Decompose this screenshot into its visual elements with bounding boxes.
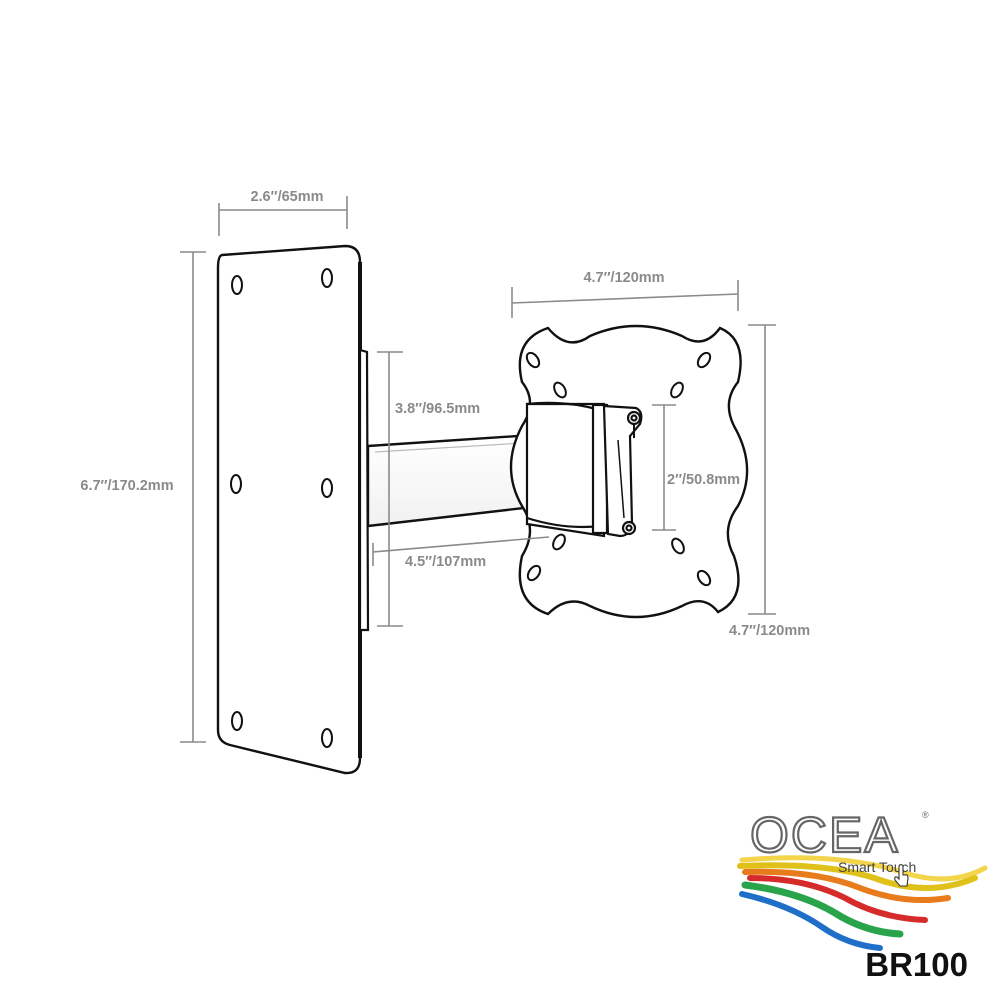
label-vesa-height: 4.7″/120mm <box>729 623 810 639</box>
brand-logo: OCEA ® Smart Touch <box>737 806 988 951</box>
swoosh-green <box>741 881 904 938</box>
vesa-screw-holes <box>525 351 712 587</box>
wall-plate <box>216 244 362 775</box>
label-arm-base-height: 3.8″/96.5mm <box>395 401 480 417</box>
dim-wall-width <box>218 196 348 236</box>
model-number: BR100 <box>865 946 968 983</box>
arm-base <box>358 348 370 632</box>
swoosh-yellow <box>737 862 978 891</box>
brand-name: OCEA <box>750 807 900 863</box>
label-wall-plate-width: 2.6″/65mm <box>250 189 323 205</box>
brand-tagline: Smart Touch <box>838 859 916 875</box>
label-inner-vesa-height: 2″/50.8mm <box>667 472 740 488</box>
dim-vesa-height <box>748 324 776 615</box>
swoosh-orange <box>742 868 951 904</box>
dim-vesa-width <box>511 280 739 318</box>
registered-mark: ® <box>922 810 929 820</box>
label-arm-length: 4.5″/107mm <box>405 554 486 570</box>
tilt-bracket <box>525 401 643 538</box>
dim-wall-height <box>180 251 206 743</box>
wall-plate-screw-holes <box>230 268 333 748</box>
dimension-lines <box>180 196 776 743</box>
dim-arm-length <box>372 536 550 566</box>
dim-base-height <box>377 351 403 627</box>
dimension-labels: 2.6″/65mm 6.7″/170.2mm 3.8″/96.5mm 4.5″/… <box>80 189 810 639</box>
dim-inner-vesa-height <box>652 404 676 531</box>
label-wall-plate-height: 6.7″/170.2mm <box>80 478 173 494</box>
swoosh-red <box>747 875 928 923</box>
touch-hand-icon <box>894 863 909 887</box>
swoosh-blue <box>739 891 883 951</box>
label-vesa-width: 4.7″/120mm <box>583 270 664 286</box>
